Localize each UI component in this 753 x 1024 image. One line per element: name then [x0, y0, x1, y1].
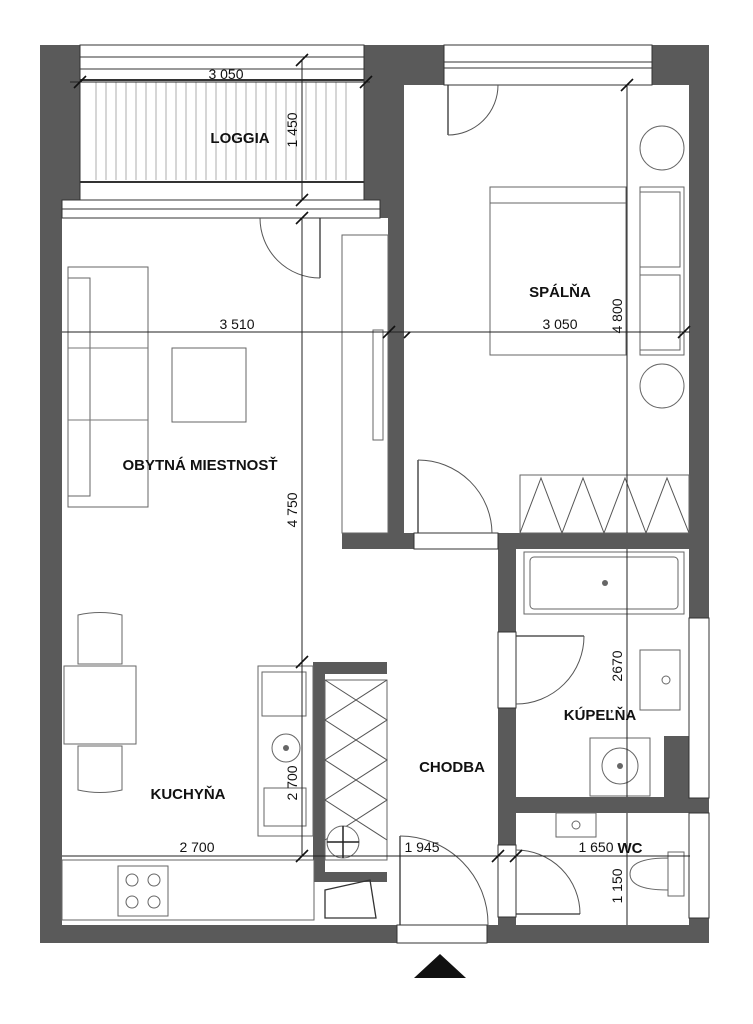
dimension-lines — [62, 53, 691, 925]
openings — [61, 44, 710, 944]
dim-bedroom-width: 3 050 — [542, 316, 577, 332]
north-arrow-icon — [414, 954, 466, 978]
walls — [40, 45, 709, 943]
room-label-living: OBYTNÁ MIESTNOSŤ — [122, 456, 277, 474]
dim-hall-width: 1 945 — [404, 839, 439, 855]
dim-kitchen-depth: 2 700 — [284, 765, 300, 800]
dim-loggia-width: 3 050 — [208, 66, 243, 82]
doors — [259, 84, 585, 926]
room-label-bathroom: KÚPEĽŇA — [564, 706, 637, 724]
room-label-loggia: LOGGIA — [210, 130, 269, 147]
dim-bedroom-depth: 4 800 — [609, 298, 625, 333]
room-label-kitchen: KUCHYŇA — [151, 785, 226, 803]
dim-living-depth: 4 750 — [284, 492, 300, 527]
dim-living-width: 3 510 — [219, 316, 254, 332]
dim-wc-depth: 1 150 — [609, 868, 625, 903]
room-label-bedroom: SPÁLŇA — [529, 283, 591, 301]
loggia-floor — [79, 68, 365, 201]
furniture — [61, 125, 690, 921]
dim-bathroom-depth: 2670 — [609, 650, 625, 681]
dim-kitchen-width: 2 700 — [179, 839, 214, 855]
dim-wc-width: 1 650 — [578, 839, 613, 855]
room-label-hall: CHODBA — [419, 759, 485, 776]
dim-loggia-depth: 1 450 — [284, 112, 300, 147]
room-label-wc: WC — [618, 840, 643, 857]
